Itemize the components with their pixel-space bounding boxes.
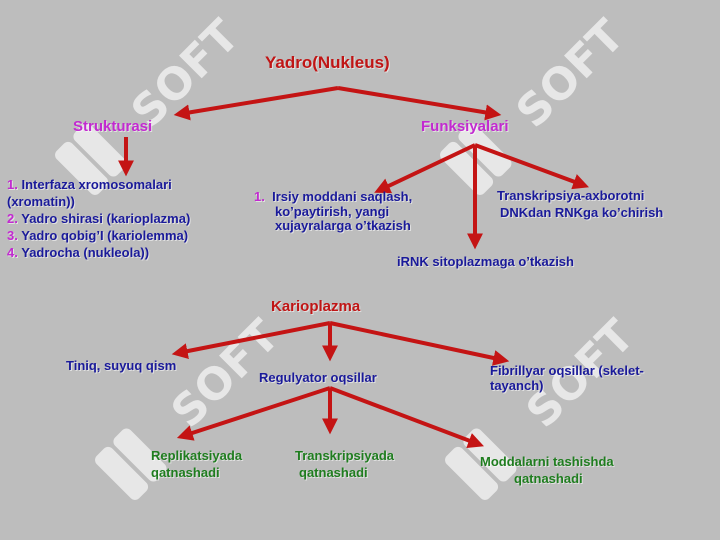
arrow-kario-to-right <box>329 321 510 366</box>
kario-left: Tiniq, suyuq qism <box>66 358 177 373</box>
struct-item: 4. Yadrocha (nukleola)) <box>7 245 150 260</box>
func-item-3: iRNK sitoplazmaga o’tkazish <box>397 254 574 269</box>
root-title: Yadro(Nukleus) <box>265 53 390 72</box>
reg-item-b: Transkripsiyada qatnashadi <box>295 448 394 480</box>
func-heading: Funksiyalari <box>421 118 509 135</box>
arrow-func-to-f2 <box>474 143 590 190</box>
struct-item: (xromatin)) <box>7 194 75 209</box>
func-item-2: Transkripsiya-axborotni DNKdan RNKga ko’… <box>497 188 664 220</box>
struct-item: 2. Yadro shirasi (karioplazma) <box>7 211 191 226</box>
func-item-1: 1. Irsiy moddani saqlash, ko’paytirish, … <box>254 189 413 233</box>
arrow-kario-to-left <box>171 321 331 359</box>
kario-right: Fibrillyar oqsillar (skelet- tayanch) <box>490 363 644 393</box>
reg-item-c: Moddalarni tashishda qatnashadi <box>480 454 614 486</box>
arrow-root-to-struct <box>173 86 339 121</box>
struct-item: 1. Interfaza xromosomalari <box>7 177 172 192</box>
struct-list: 1. Interfaza xromosomalari (xromatin)) 2… <box>7 176 190 261</box>
struct-heading: Strukturasi <box>73 118 153 135</box>
arrow-reg-to-c <box>329 386 484 449</box>
arrow-func-to-f1 <box>374 143 476 194</box>
kario-mid: Regulyator oqsillar <box>259 370 377 385</box>
struct-item: 3. Yadro qobig’I (kariolemma) <box>7 228 189 243</box>
reg-item-a: Replikatsiyada qatnashadi <box>151 448 243 480</box>
kario-heading: Karioplazma <box>271 298 361 315</box>
arrow-reg-to-a <box>176 386 331 441</box>
arrow-root-to-func <box>337 86 502 121</box>
